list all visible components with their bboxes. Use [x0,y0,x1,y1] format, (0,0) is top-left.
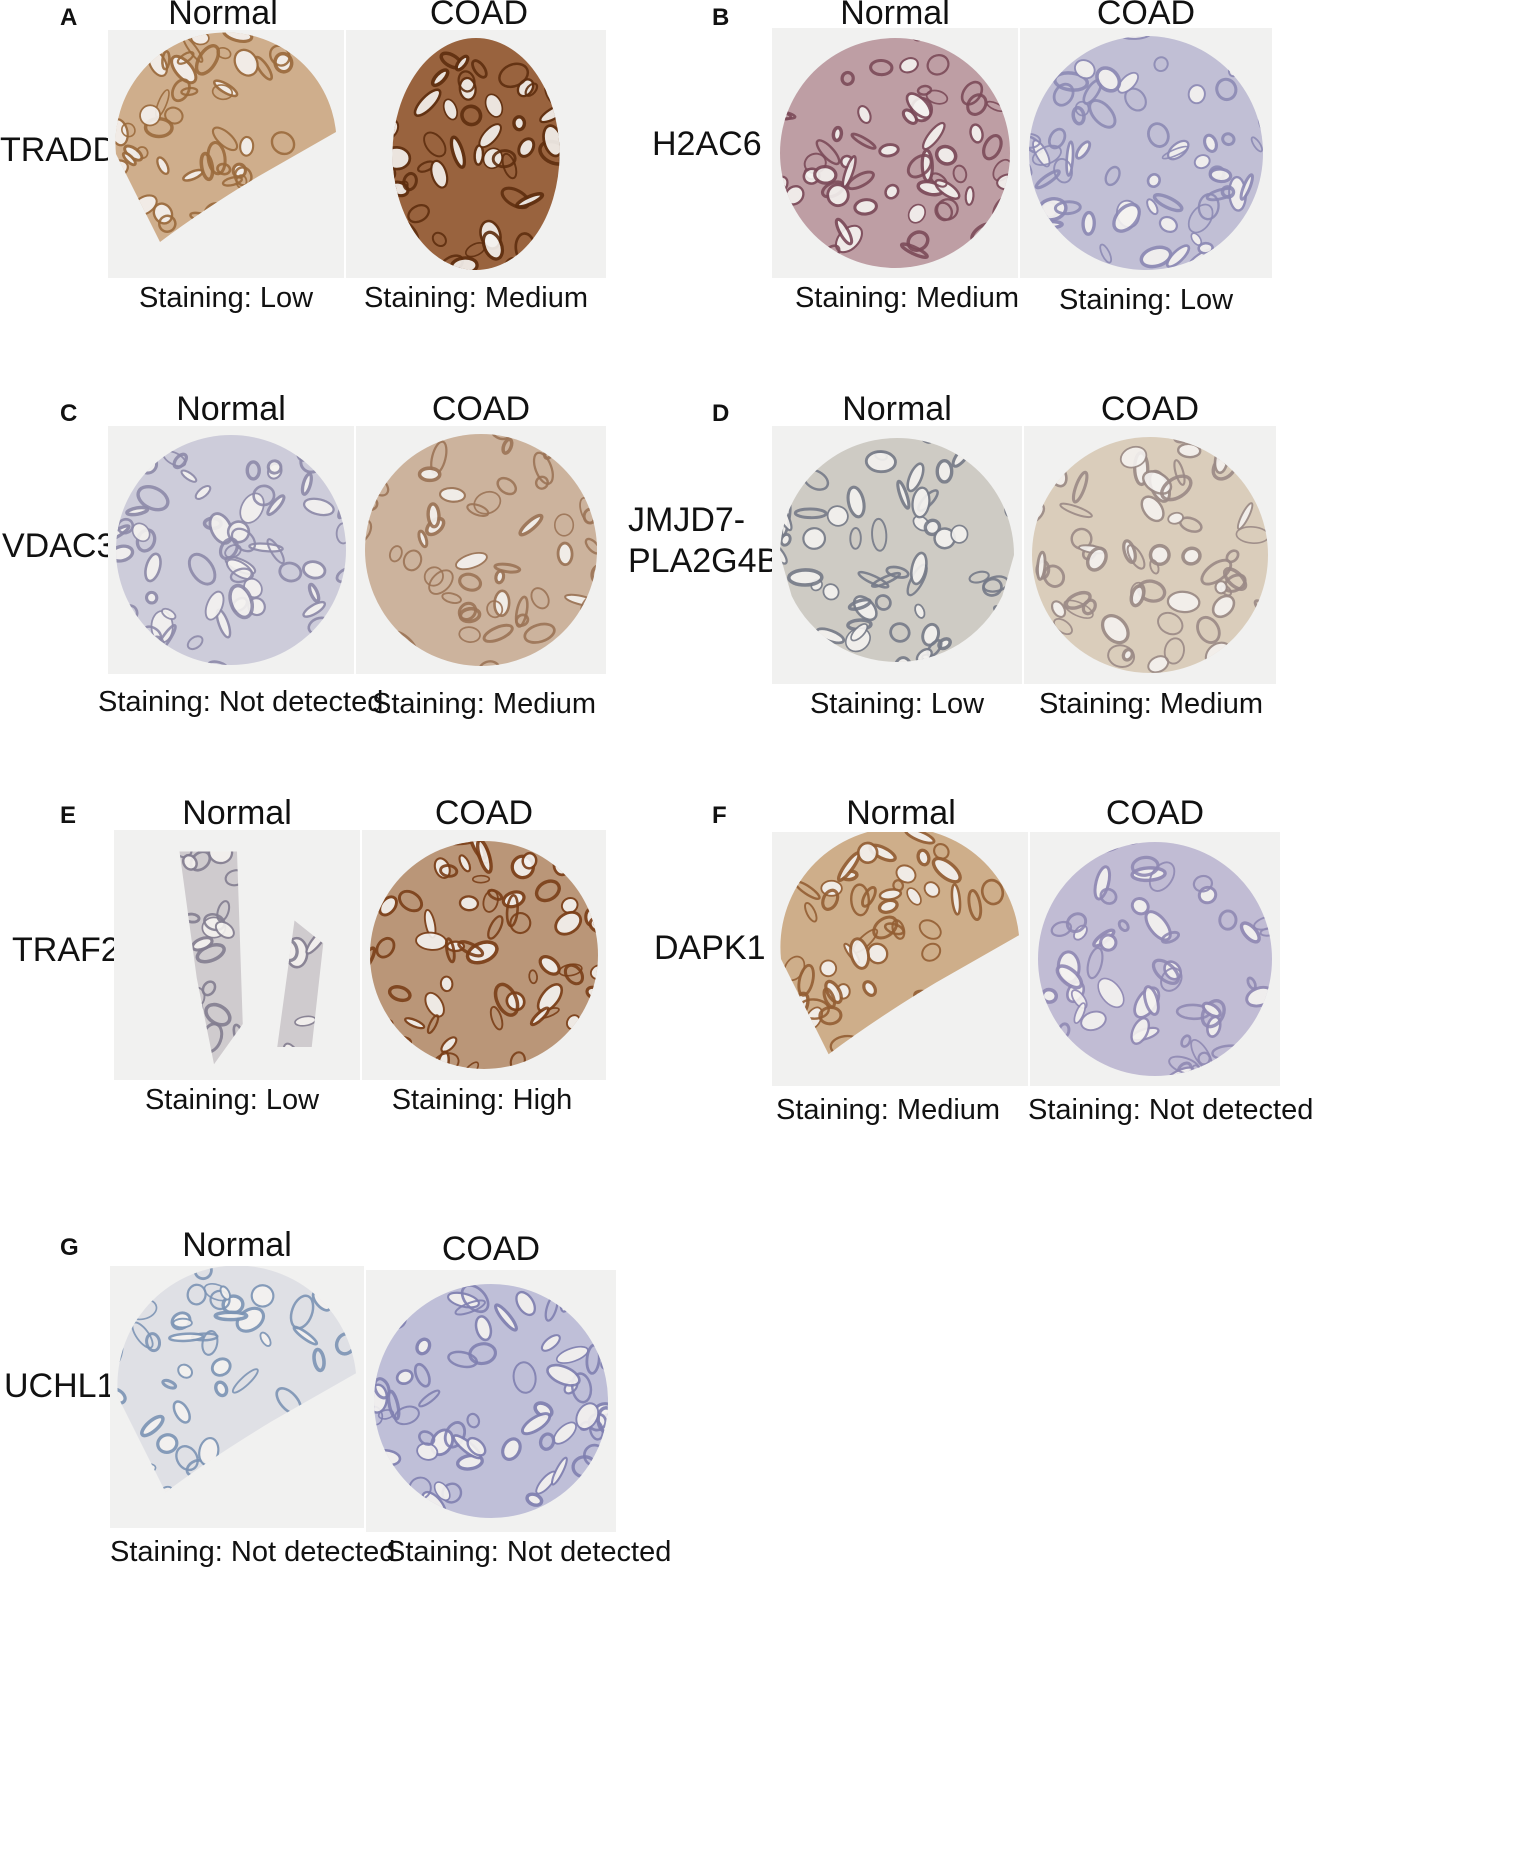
ihc-image-normal [108,30,344,278]
coad-title: COAD [431,390,531,428]
staining-normal: Staining: Medium [776,1094,1001,1126]
ihc-image-coad [1030,832,1280,1086]
gene-label: TRAF2 [12,931,120,969]
ihc-image-coad [1020,28,1272,278]
gene-label: DAPK1 [654,929,766,967]
tissue-core-svg [365,434,597,666]
ihc-image-normal [108,426,354,674]
tissue-core-svg [780,438,1014,662]
ihc-image-normal [114,830,360,1080]
staining-coad: Staining: Not detected [386,1536,672,1568]
ihc-image-coad [356,426,606,674]
coad-title: COAD [434,794,534,832]
ihc-image-coad [1024,426,1276,684]
normal-title: Normal [182,1226,292,1264]
ihc-image-normal [772,426,1022,684]
staining-coad: Staining: Not detected [1028,1094,1314,1126]
tissue-core-svg [179,851,324,1065]
ihc-image-normal [110,1266,364,1528]
normal-title: Normal [842,390,952,428]
staining-normal: Staining: Not detected [110,1536,396,1568]
tissue-core-svg [1029,36,1263,270]
panel-letter: E [60,802,77,829]
coad-title: COAD [1096,0,1196,32]
normal-title: Normal [176,390,286,428]
tissue-core-svg [374,1284,608,1518]
staining-normal: Staining: Low [144,1084,320,1116]
normal-title: Normal [846,794,956,832]
panel-letter: G [60,1234,79,1261]
panel-letter: B [712,4,730,31]
gene-label: UCHL1 [4,1367,116,1405]
tissue-core-svg [1032,437,1268,673]
staining-coad: Staining: High [391,1084,573,1116]
gene-label: TRADD [0,131,118,169]
normal-title: Normal [840,0,950,32]
tissue-core-svg [1038,842,1272,1076]
ihc-image-normal [772,28,1018,278]
tissue-core-svg [780,38,1010,268]
panel-letter: F [712,802,727,829]
staining-coad: Staining: Low [1058,284,1234,316]
panel-letter: C [60,400,78,427]
staining-normal: Staining: Low [138,282,314,314]
gene-label-line-2: PLA2G4B [628,541,780,580]
ihc-image-normal [772,832,1028,1086]
tissue-core-svg [117,1266,357,1493]
staining-normal: Staining: Not detected [98,686,384,718]
tissue-core-svg [115,32,337,243]
tissue-core-svg [780,832,1020,1055]
gene-label: VDAC3 [2,527,116,565]
staining-normal: Staining: Medium [794,282,1020,314]
gene-label: H2AC6 [652,125,762,163]
coad-title: COAD [441,1230,541,1268]
coad-title: COAD [429,0,529,32]
tissue-core-svg [116,435,346,665]
panel-letter: D [712,400,730,427]
staining-coad: Staining: Medium [1038,688,1264,720]
staining-normal: Staining: Low [809,688,985,720]
ihc-image-coad [362,830,606,1080]
ihc-image-coad [366,1270,616,1532]
tissue-core-svg [392,38,560,270]
staining-coad: Staining: Medium [372,688,597,720]
coad-title: COAD [1100,390,1200,428]
panel-letter: A [60,4,78,31]
staining-coad: Staining: Medium [363,282,589,314]
normal-title: Normal [182,794,292,832]
coad-title: COAD [1105,794,1205,832]
tissue-core-svg [370,841,598,1069]
normal-title: Normal [168,0,278,32]
gene-label: JMJD7- PLA2G4B [628,500,779,582]
gene-label-line-1: JMJD7- [628,501,746,539]
ihc-image-coad [346,30,606,278]
